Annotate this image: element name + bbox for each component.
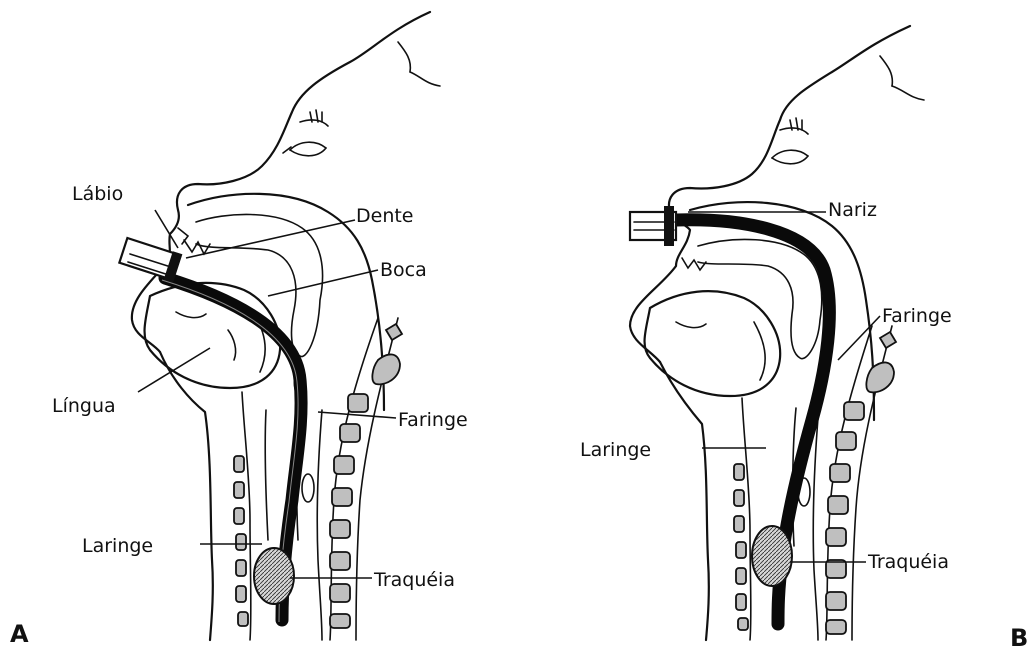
oral-cavity-a	[145, 194, 384, 410]
panel-a: Lábio Dente Boca Língua Faringe Laringe …	[10, 12, 468, 648]
cuff-balloon-b	[752, 526, 792, 586]
label-labio: Lábio	[72, 183, 123, 205]
label-faringe-b: Faringe	[882, 305, 952, 327]
panel-letter-a: A	[10, 620, 29, 648]
spine-a	[330, 318, 402, 640]
label-traqueia-b: Traquéia	[867, 551, 949, 573]
oral-cavity-b	[645, 202, 874, 420]
teeth-a	[178, 228, 210, 254]
panel-letter-b: B	[1010, 624, 1028, 648]
tube-connector-a	[119, 238, 182, 283]
label-faringe-a: Faringe	[398, 409, 468, 431]
panel-b: Nariz Faringe Laringe Traquéia B	[580, 26, 1028, 648]
label-boca: Boca	[380, 259, 427, 281]
cuff-balloon-a	[254, 548, 294, 604]
label-laringe-b: Laringe	[580, 439, 651, 461]
tube-connector-b	[630, 206, 676, 246]
label-lingua: Língua	[52, 395, 116, 417]
leader-faringe-b	[838, 316, 880, 360]
label-nariz: Nariz	[828, 199, 877, 221]
label-dente: Dente	[356, 205, 414, 227]
leader-dente	[186, 220, 355, 258]
spine-b	[826, 326, 896, 640]
label-traqueia-a: Traquéia	[373, 569, 455, 591]
leader-lingua	[138, 348, 210, 392]
label-laringe-a: Laringe	[82, 535, 153, 557]
